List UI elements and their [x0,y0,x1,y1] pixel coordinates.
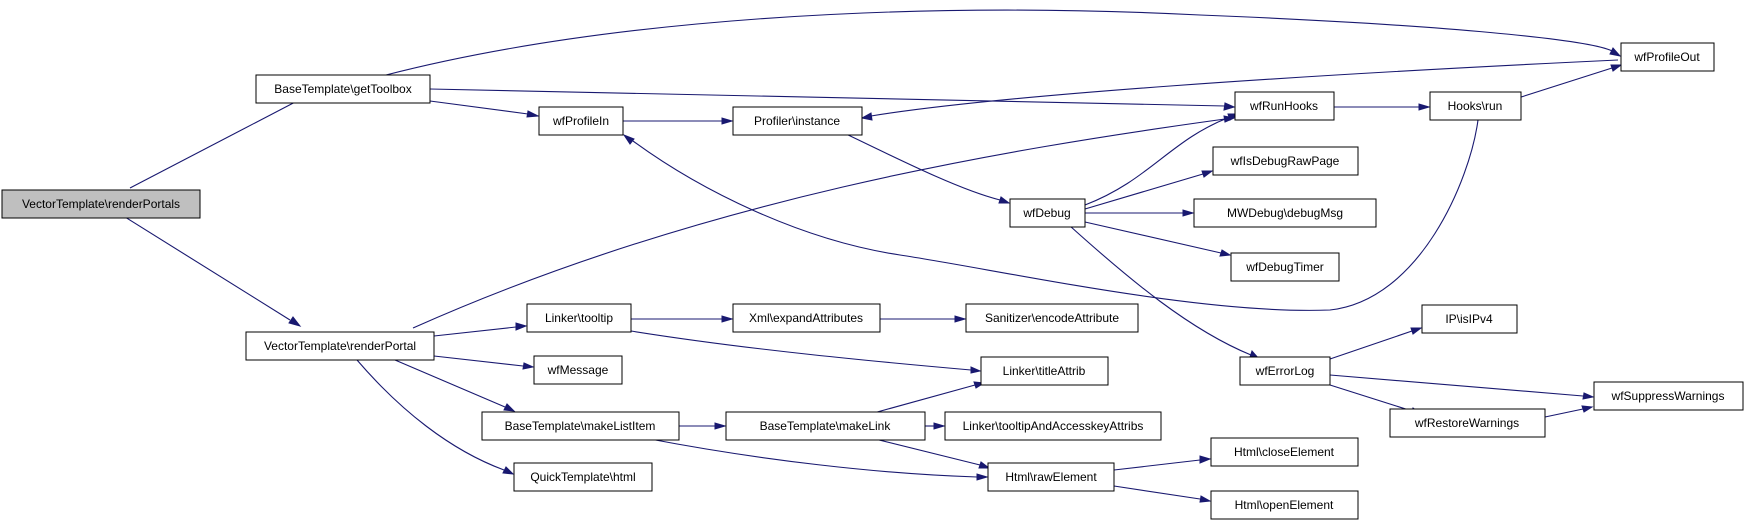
edge-wferrorlog-to-ipisipv4 [1329,327,1423,360]
edge-renderportals-to-renderportal [124,216,302,327]
node-label: wfProfileOut [1633,50,1700,64]
edge-linkertooltip-to-xmlexpandattributes [631,315,734,323]
node-vectortemplate-renderportals[interactable]: VectorTemplate\renderPortals [1,189,201,219]
node-html-rawelement[interactable]: Html\rawElement [987,462,1115,492]
node-label: Linker\titleAttrib [1003,364,1086,378]
edge-makelink-to-htmlrawelement [874,438,991,469]
node-xml-expandattributes[interactable]: Xml\expandAttributes [732,303,881,333]
edge-profilerinstance-to-wfdebug [841,131,1011,204]
edge-wfdebug-to-wfisdebugrawpage [1084,170,1214,210]
node-label: Linker\tooltipAndAccesskeyAttribs [963,419,1144,433]
call-graph-nodes: VectorTemplate\renderPortals BaseTemplat… [1,42,1744,520]
node-label: MWDebug\debugMsg [1227,206,1343,220]
node-linker-tooltipandaccesskeyattribs[interactable]: Linker\tooltipAndAccesskeyAttribs [944,411,1162,441]
edge-gettoolbox-to-wfrunhooks [429,88,1236,111]
node-label: Html\openElement [1235,498,1334,512]
node-label: wfIsDebugRawPage [1230,154,1340,168]
edge-wfdebug-to-wfdebugtimer [1084,221,1232,257]
edge-htmlrawelement-to-htmlopenelement [1113,485,1212,503]
node-label: wfRunHooks [1249,99,1318,113]
node-label: Html\rawElement [1005,470,1097,484]
node-mwdebug-debugmsg[interactable]: MWDebug\debugMsg [1193,198,1377,228]
node-label: Hooks\run [1448,99,1503,113]
edge-wfdebug-to-wferrorlog [1069,225,1261,360]
node-label: BaseTemplate\makeLink [760,419,892,433]
node-wfrunhooks[interactable]: wfRunHooks [1234,91,1335,121]
edge-wfdebug-to-mwdebugmsg [1085,209,1195,217]
node-label: BaseTemplate\makeListItem [505,419,656,433]
edge-htmlrawelement-to-htmlcloseelement [1113,455,1212,471]
node-label: BaseTemplate\getToolbox [274,82,411,96]
node-html-openelement[interactable]: Html\openElement [1210,490,1359,520]
node-wfdebug[interactable]: wfDebug [1009,198,1086,228]
edge-wfrestorewarnings-to-wfsuppresswarnings [1544,405,1594,418]
edge-makelistitem-to-htmlrawelement [649,438,989,481]
node-ip-isipv4[interactable]: IP\isIPv4 [1421,304,1518,334]
node-label: wfErrorLog [1255,364,1315,378]
node-linker-titleattrib[interactable]: Linker\titleAttrib [980,356,1109,386]
node-label: Html\closeElement [1234,445,1335,459]
node-label: Linker\tooltip [545,311,613,325]
node-label: QuickTemplate\html [530,470,635,484]
node-profiler-instance[interactable]: Profiler\instance [732,106,863,136]
node-wfisdebugrawpage[interactable]: wfIsDebugRawPage [1212,146,1359,176]
edge-renderportal-to-wfmessage [433,355,535,370]
edge-wfrunhooks-to-hooksrun [1334,103,1431,111]
call-graph-edges [124,9,1623,503]
node-vectortemplate-renderportal[interactable]: VectorTemplate\renderPortal [245,331,435,361]
edge-wfprofilein-to-profilerinstance [623,117,734,125]
node-quicktemplate-html[interactable]: QuickTemplate\html [513,462,653,492]
node-label: VectorTemplate\renderPortals [22,197,180,211]
node-basetemplate-makelink[interactable]: BaseTemplate\makeLink [725,411,926,441]
node-label: Xml\expandAttributes [749,311,863,325]
edge-renderportal-to-makelistitem [394,359,516,412]
node-wfprofilein[interactable]: wfProfileIn [538,106,624,136]
node-linker-tooltip[interactable]: Linker\tooltip [526,303,632,333]
edge-renderportal-to-linkertooltip [433,322,528,337]
edge-wfprofileout-to-profilerinstance [860,59,1619,121]
edge-gettoolbox-to-wfprofilein [429,100,540,118]
node-wfmessage[interactable]: wfMessage [533,355,623,385]
edge-hooksrun-to-wfprofilein [622,119,1479,311]
node-label: VectorTemplate\renderPortal [264,339,416,353]
edge-renderportals-to-gettoolbox [129,93,313,189]
node-label: Sanitizer\encodeAttribute [985,311,1119,325]
edge-wferrorlog-to-wfsuppresswarnings [1329,374,1595,400]
node-label: wfProfileIn [552,114,609,128]
node-label: IP\isIPv4 [1445,312,1493,326]
node-wfsuppresswarnings[interactable]: wfSuppressWarnings [1593,381,1744,411]
node-label: wfRestoreWarnings [1414,416,1519,430]
edge-renderportal-to-wfrunhooks [412,115,1236,329]
edge-xmlexpandattributes-to-sanitizerencodeattribute [880,315,967,323]
node-basetemplate-makelistitem[interactable]: BaseTemplate\makeListItem [481,411,680,441]
edge-makelink-to-linkertitleattrib [869,381,986,415]
node-wfdebugtimer[interactable]: wfDebugTimer [1230,252,1340,282]
node-label: Profiler\instance [754,114,840,128]
node-wfrestorewarnings[interactable]: wfRestoreWarnings [1389,408,1546,438]
node-label: wfDebug [1022,206,1070,220]
node-html-closeelement[interactable]: Html\closeElement [1210,437,1359,467]
node-wferrorlog[interactable]: wfErrorLog [1239,356,1331,386]
node-label: wfMessage [547,363,609,377]
edge-hooksrun-to-wfprofileout [1517,64,1623,99]
node-label: wfDebugTimer [1245,260,1324,274]
node-basetemplate-gettoolbox[interactable]: BaseTemplate\getToolbox [255,74,431,104]
node-wfprofileout[interactable]: wfProfileOut [1620,42,1715,72]
edge-linkertooltip-to-linkertitleattrib [630,330,982,374]
edge-gettoolbox-to-wfprofileout [385,9,1622,76]
node-label: wfSuppressWarnings [1611,389,1725,403]
edge-renderportal-to-quicktemplatehtml [356,359,515,475]
edge-makelink-to-tooltipandaccesskey [925,422,946,430]
node-sanitizer-encodeattribute[interactable]: Sanitizer\encodeAttribute [965,303,1139,333]
node-hooks-run[interactable]: Hooks\run [1429,91,1522,121]
edge-makelistitem-to-makelink [679,422,727,430]
